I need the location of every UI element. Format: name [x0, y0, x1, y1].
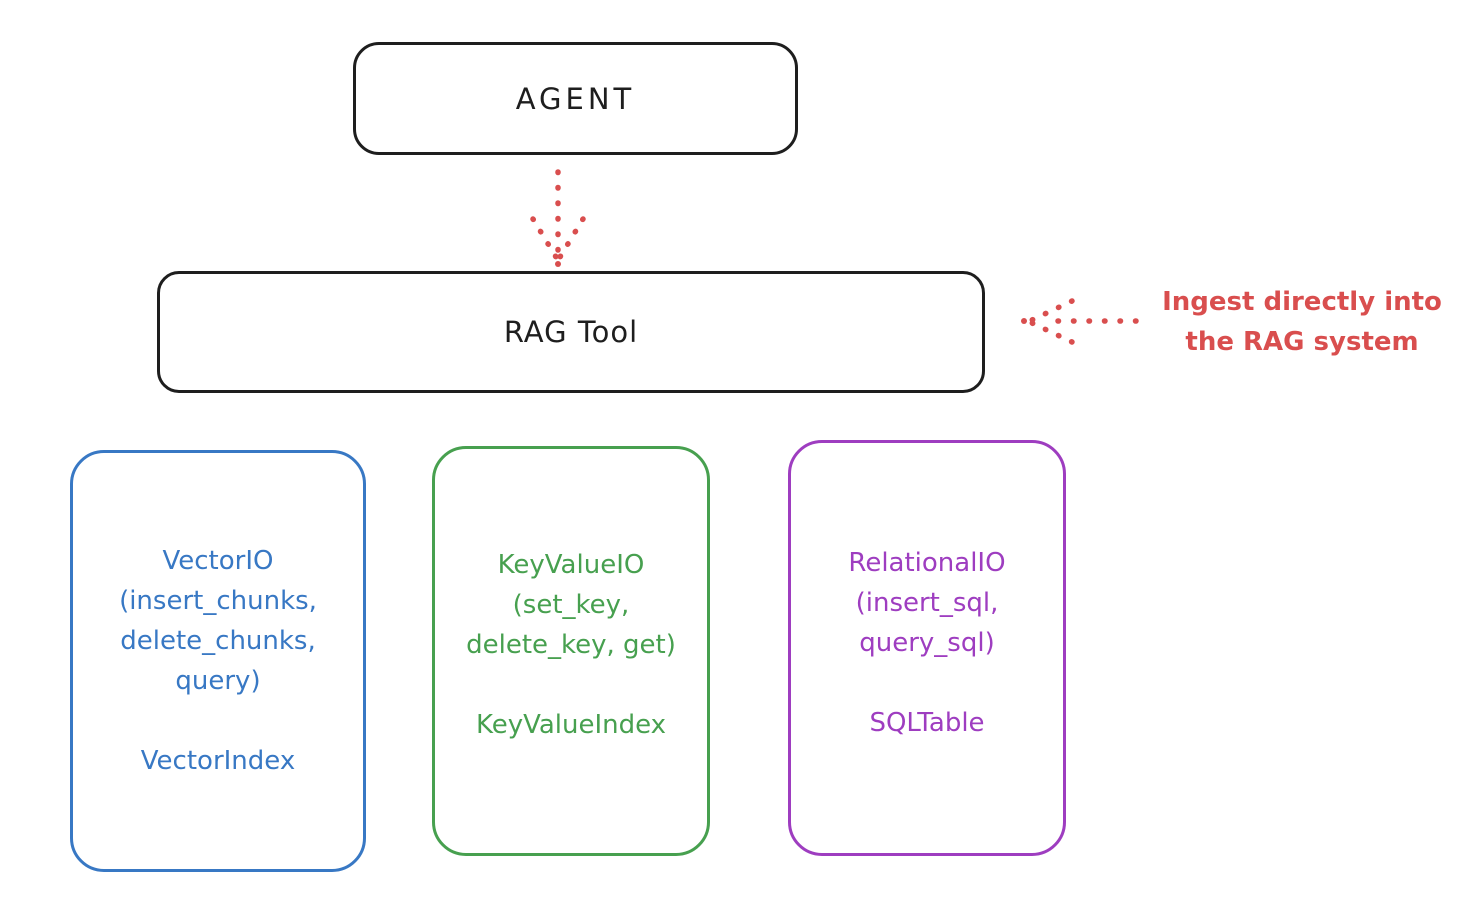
agent-to-rag-arrow	[530, 169, 586, 267]
keyvalueio-index-label: KeyValueIndex	[475, 710, 667, 740]
rag-tool-node: RAG Tool	[157, 271, 985, 393]
ingest-annotation-text: Ingest directly into the RAG system	[1162, 287, 1442, 357]
keyvalueio-title: KeyValueIO	[497, 550, 645, 580]
vectorio-index-label: VectorIndex	[140, 746, 296, 776]
agent-node: AGENT	[353, 42, 798, 155]
relationalio-node: RelationalIO (insert_sql, query_sql) SQL…	[788, 440, 1066, 856]
rag-tool-label: RAG Tool	[503, 315, 639, 349]
vectorio-node: VectorIO (insert_chunks, delete_chunks, …	[70, 450, 366, 872]
relationalio-title: RelationalIO	[848, 548, 1006, 578]
relationalio-index-label: SQLTable	[869, 708, 985, 738]
vectorio-title: VectorIO	[162, 546, 274, 576]
ingest-into-rag-arrow	[1021, 298, 1139, 345]
agent-label: AGENT	[515, 81, 636, 116]
relationalio-methods: (insert_sql, query_sql)	[855, 588, 999, 658]
vectorio-methods: (insert_chunks, delete_chunks, query)	[119, 586, 317, 696]
keyvalueio-node: KeyValueIO (set_key, delete_key, get) Ke…	[432, 446, 710, 856]
keyvalueio-methods: (set_key, delete_key, get)	[466, 590, 676, 660]
